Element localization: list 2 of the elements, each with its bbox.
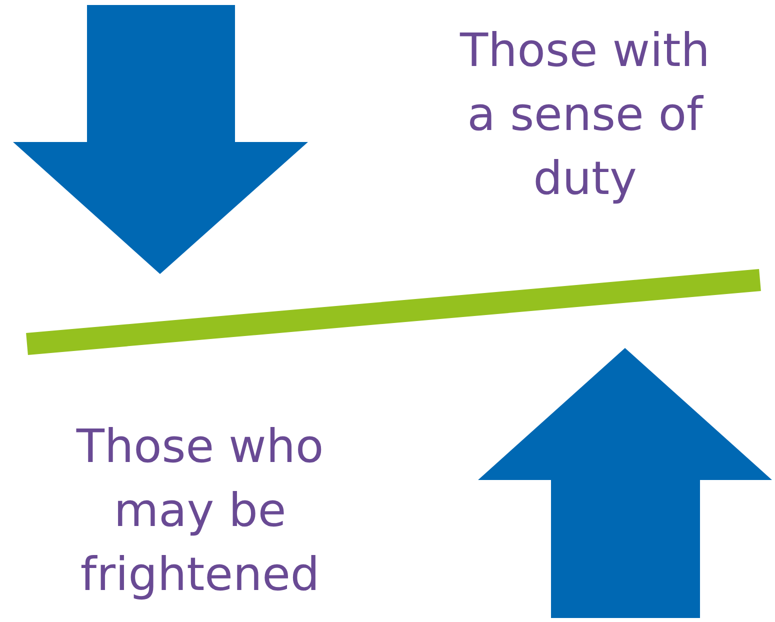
group-label: Those with a sense of duty [458,22,711,207]
group-label: Those who may be frightened [75,418,325,603]
